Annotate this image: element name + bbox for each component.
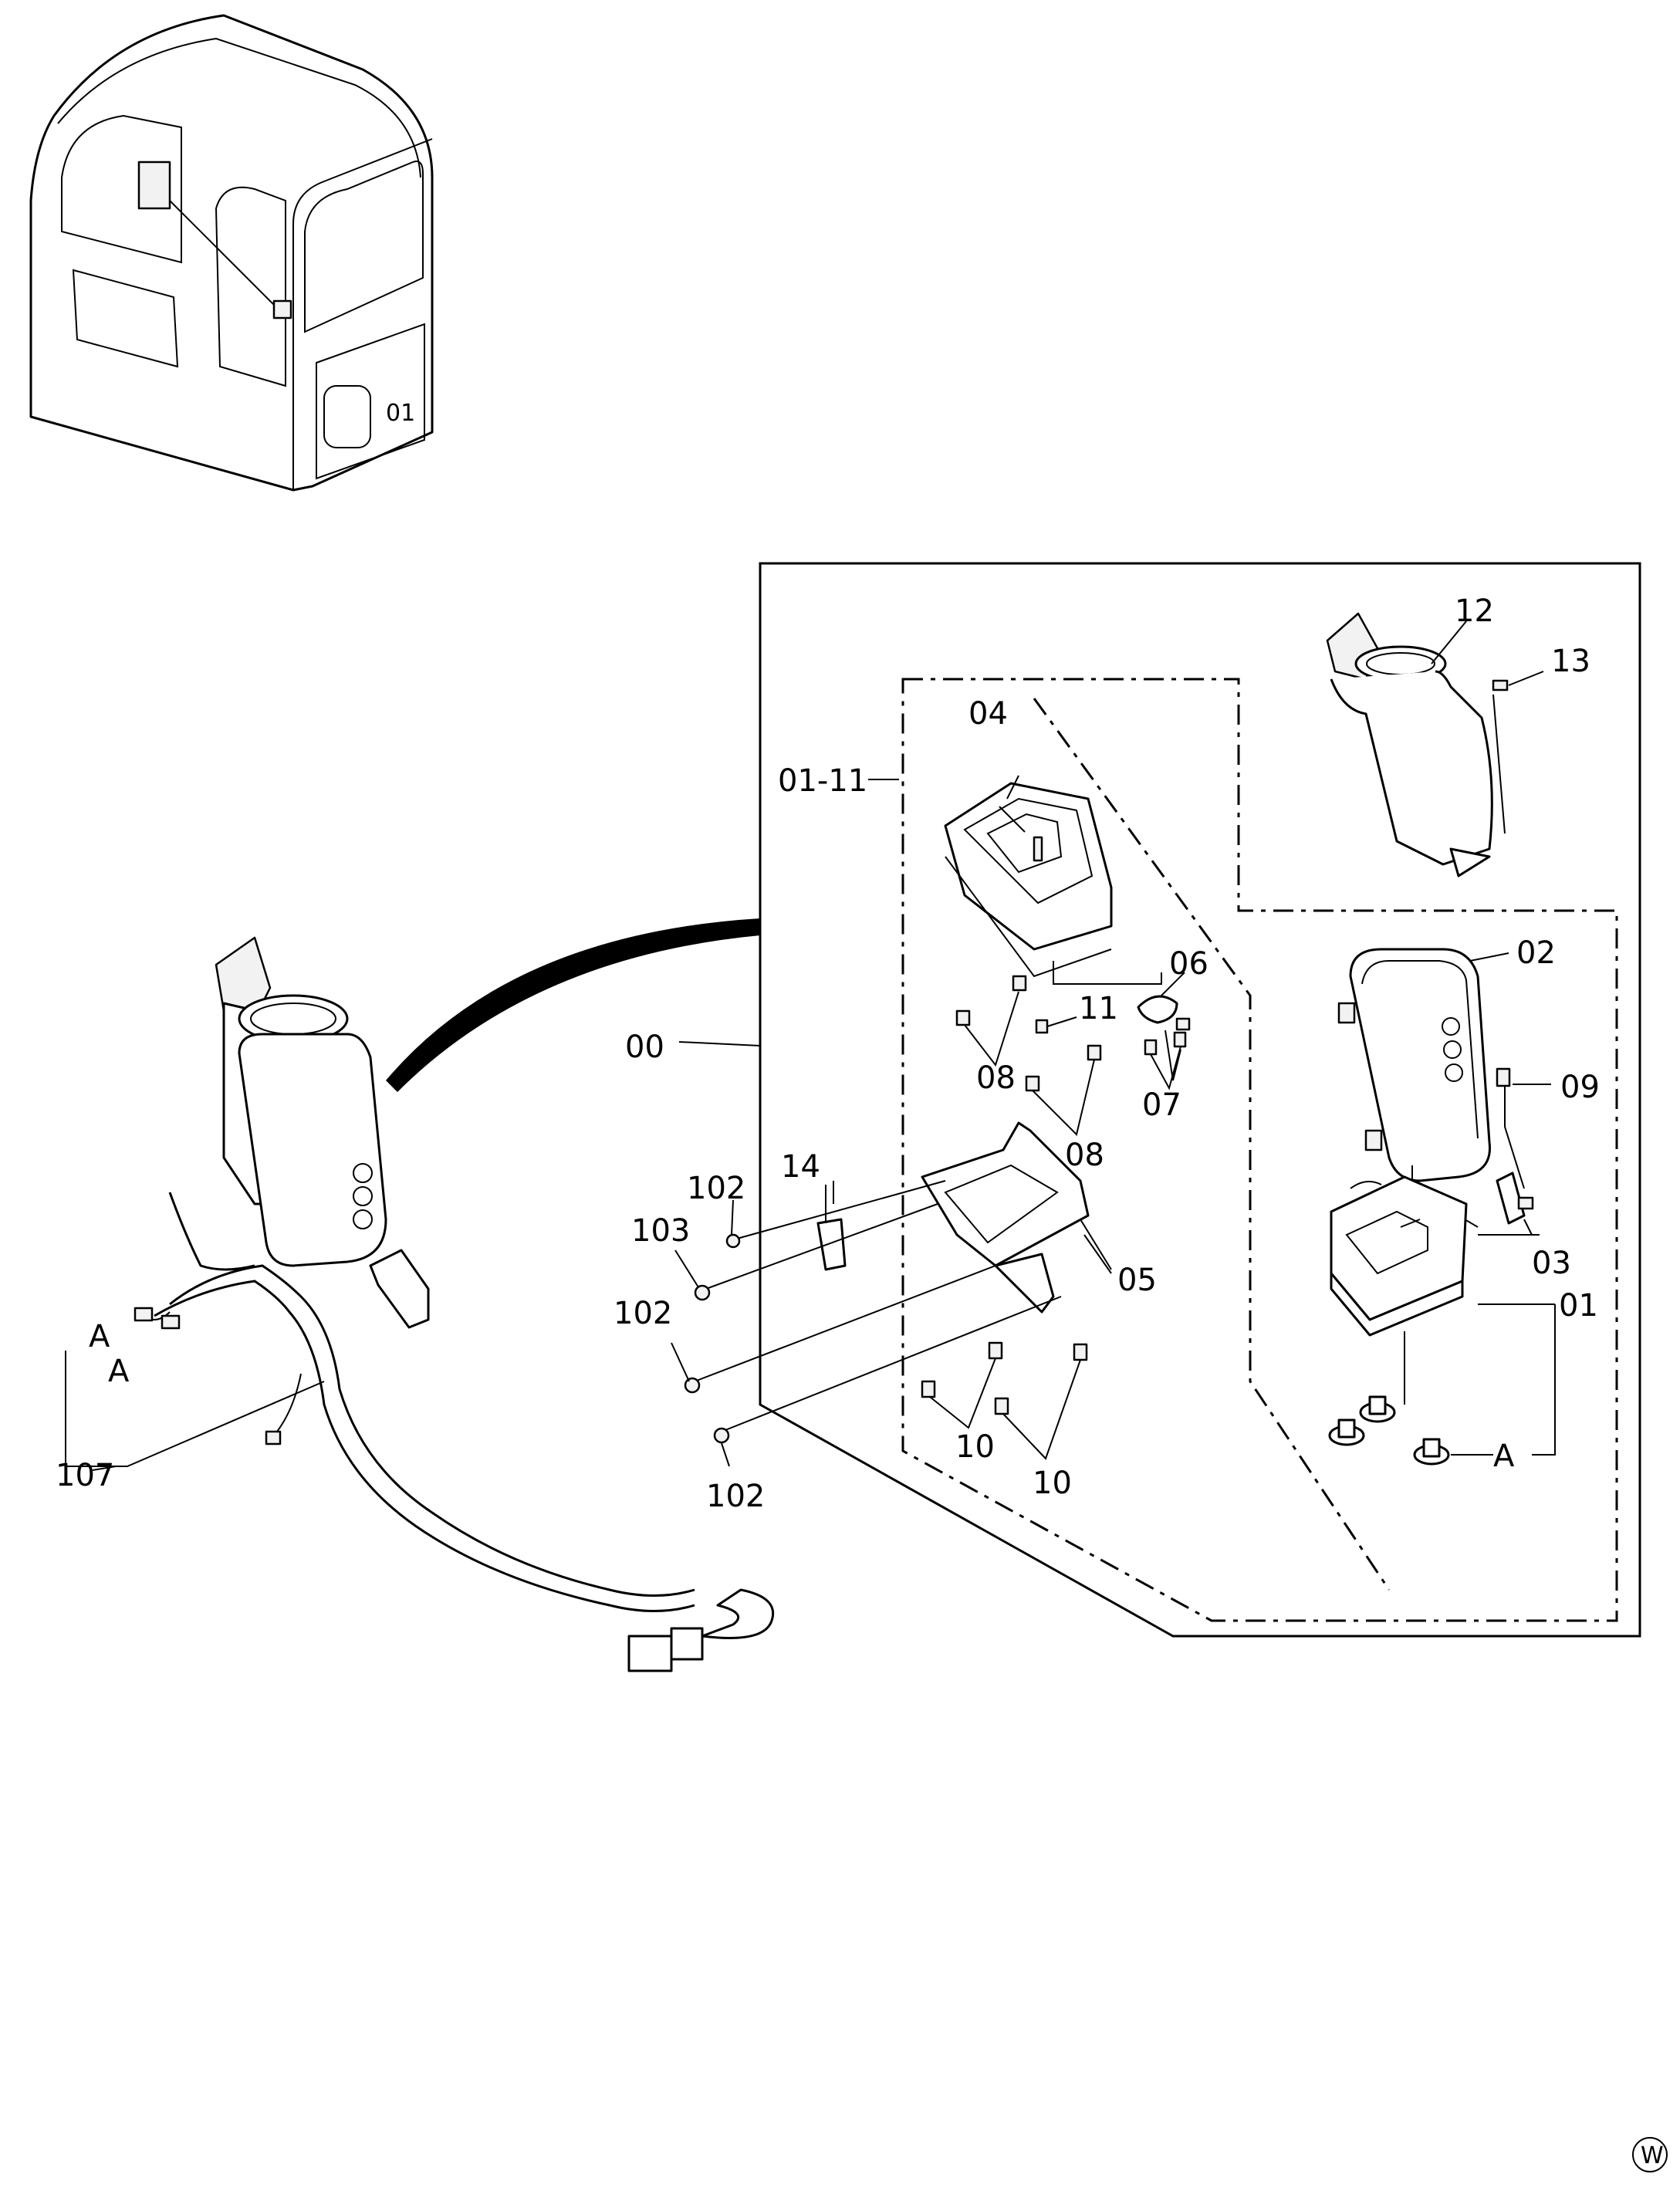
circled-letter-icon xyxy=(1632,2137,1668,2172)
connector-arc xyxy=(386,918,760,1092)
label-102b: 102 xyxy=(614,1296,672,1331)
fasteners-left xyxy=(671,1180,1062,1467)
label-10a: 10 xyxy=(955,1429,995,1465)
label-01-11: 01-11 xyxy=(778,763,867,799)
monitor-02 xyxy=(1337,948,1534,1228)
label-07: 07 xyxy=(1142,1087,1181,1123)
cab-overview: 01 xyxy=(29,14,434,492)
label-107: 107 xyxy=(56,1458,114,1493)
label-10b: 10 xyxy=(1033,1466,1072,1501)
label-04: 04 xyxy=(968,696,1008,732)
assembled-console xyxy=(215,936,430,1329)
cover-12 xyxy=(1326,612,1544,877)
label-06: 06 xyxy=(1169,946,1208,982)
bracket-05 xyxy=(921,1121,1112,1314)
cab-mark: 01 xyxy=(386,400,415,427)
label-08b: 08 xyxy=(1065,1138,1104,1173)
wire-harness-107 xyxy=(65,1192,774,1672)
label-102a: 102 xyxy=(687,1171,745,1206)
controller-01 xyxy=(1328,1175,1556,1466)
label-00: 00 xyxy=(625,1030,664,1065)
label-03: 03 xyxy=(1532,1246,1571,1281)
label-detail-a-2: A xyxy=(108,1354,130,1389)
label-09: 09 xyxy=(1560,1070,1600,1105)
screws-group-upper xyxy=(955,961,1191,1136)
label-102c: 102 xyxy=(706,1479,765,1514)
kit-frame xyxy=(901,678,1618,1622)
label-05: 05 xyxy=(1117,1263,1157,1298)
label-103: 103 xyxy=(631,1213,690,1249)
assembly-frame xyxy=(759,562,1641,1638)
label-detail-a-3: A xyxy=(1493,1439,1515,1474)
leader-lines xyxy=(92,779,1551,1471)
label-14: 14 xyxy=(781,1149,820,1185)
screws-10 xyxy=(921,1341,1088,1460)
label-01: 01 xyxy=(1559,1288,1598,1324)
label-02: 02 xyxy=(1516,935,1556,971)
label-13: 13 xyxy=(1551,644,1590,679)
corner-mark: W xyxy=(1632,2137,1668,2172)
label-11: 11 xyxy=(1079,991,1118,1026)
label-detail-a-1: A xyxy=(89,1319,110,1354)
part-labels: 04 01-11 12 13 02 06 11 00 08 08 07 09 1… xyxy=(56,593,1600,1514)
label-08a: 08 xyxy=(976,1060,1016,1096)
label-12: 12 xyxy=(1455,593,1494,629)
corner-letter: W xyxy=(1641,2142,1664,2169)
housing-04 xyxy=(944,775,1113,978)
